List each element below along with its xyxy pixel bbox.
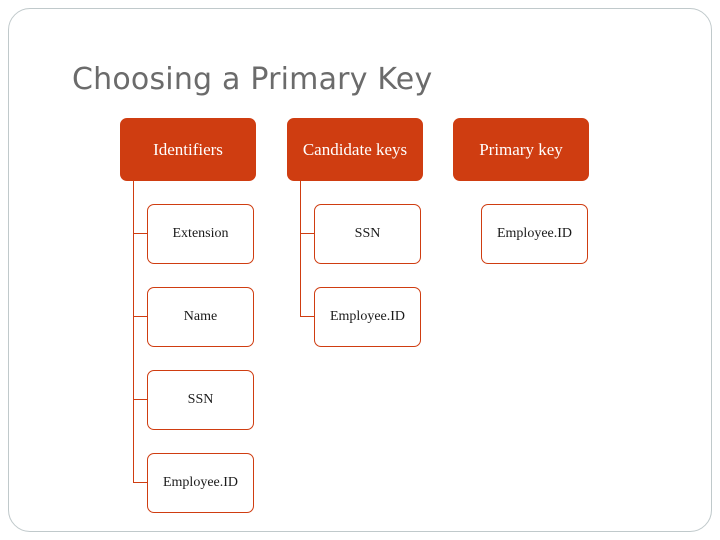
item-candidate-2: Employee.ID: [314, 287, 421, 347]
item-identifiers-4: Employee.ID: [147, 453, 254, 513]
item-identifiers-3: SSN: [147, 370, 254, 430]
item-identifiers-2: Name: [147, 287, 254, 347]
page-title: Choosing a Primary Key: [72, 62, 433, 97]
item-identifiers-1: Extension: [147, 204, 254, 264]
connector-identifiers-4: [133, 181, 150, 483]
column-header-candidate-keys: Candidate keys: [287, 118, 423, 181]
item-candidate-1: SSN: [314, 204, 421, 264]
column-header-identifiers: Identifiers: [120, 118, 256, 181]
column-header-primary-key: Primary key: [453, 118, 589, 181]
connector-candidate-2: [300, 181, 317, 317]
item-primary-1: Employee.ID: [481, 204, 588, 264]
